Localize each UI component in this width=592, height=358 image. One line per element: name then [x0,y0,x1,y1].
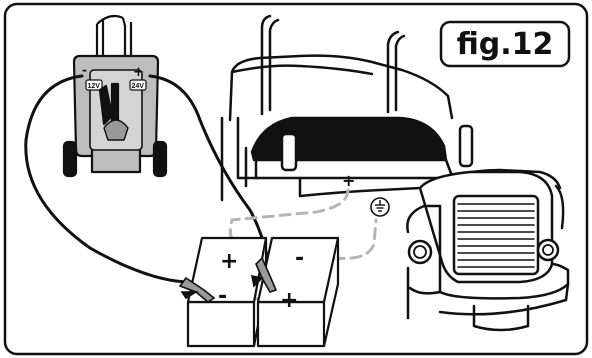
figure-border [3,2,589,356]
wire-truck-positive [228,188,350,254]
charger-wheel-left [62,140,78,178]
battery-right-minus: - [295,246,304,271]
battery-charger [62,14,168,178]
charger-minus-label: - [82,63,87,77]
positive-cable [148,74,270,262]
truck-plus-label: + [342,171,355,190]
charger-plus-label: + [133,65,144,80]
clamp-positive [250,256,278,293]
ground-icon [370,197,390,217]
battery-left-plus: + [220,249,238,274]
truck-grille [452,194,540,276]
headlight-left [407,239,433,265]
headlight-right [536,238,560,262]
charger-wheel-right [152,140,168,178]
voltage-tag-12v [85,79,103,91]
battery-left-minus: - [218,284,227,309]
windshield [250,116,448,162]
clamp-negative [178,276,216,303]
truck-illustration [220,14,570,332]
battery-right [256,236,340,348]
cable-bundle [98,84,114,126]
fender-left [406,204,442,295]
jump-cables [24,74,270,284]
charger-24v-label: 24V [132,83,145,90]
mirror [280,132,298,172]
exhaust-stack-left [260,14,272,116]
figure-label: fig.12 [457,27,554,62]
bumper [438,262,570,300]
battery-right-plus: + [280,288,298,313]
wire-ground [298,218,378,262]
exhaust-stack-right [386,30,400,114]
front-wheel [472,304,530,332]
voltage-tag-24v [129,79,147,91]
truck-cab [228,54,454,122]
charger-handle [96,14,124,25]
negative-cable [24,74,192,284]
charger-12v-label: 12V [88,83,101,90]
figure-label-box [439,20,571,68]
